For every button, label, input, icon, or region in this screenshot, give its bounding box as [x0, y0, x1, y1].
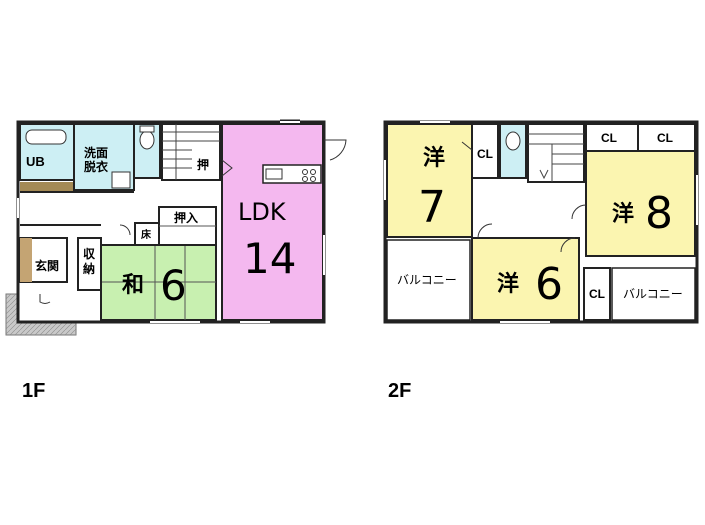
room8-size: 8 [645, 188, 673, 239]
ldk-size: 14 [243, 234, 296, 283]
cl-top-left-label: CL [601, 131, 617, 145]
closet-cl-top-right [637, 123, 696, 152]
ldk-room [221, 123, 324, 321]
closet-small-label: 押 [197, 157, 209, 172]
room8-name: 洋 [612, 201, 634, 227]
toilet-2f [499, 123, 527, 179]
room7-name: 洋 [423, 145, 445, 171]
room7-size: 7 [418, 182, 446, 233]
tokonoma-label: 床 [141, 228, 152, 241]
washroom-label-1: 洗面 [84, 145, 108, 160]
closet-cl-room6 [583, 267, 611, 321]
first-floor-plan: UB 洗面 脱衣 玄関 収 納 床 押入 押 和 6 LDK 14 [5, 119, 347, 336]
ub-label: UB [26, 154, 45, 169]
balcony-right-label: バルコニー [623, 287, 683, 301]
stairs-2f [527, 123, 585, 183]
ldk-name: LDK [238, 198, 287, 226]
entrance-label: 玄関 [35, 258, 59, 273]
western-room-8 [585, 150, 696, 257]
second-floor-plan: 洋 7 CL CL CL 洋 8 洋 6 CL バルコニー バルコニー [383, 120, 699, 324]
balcony-left [386, 239, 471, 321]
storage-label-2: 納 [83, 261, 95, 276]
room6-name: 洋 [497, 271, 519, 297]
closet-cl-room7 [471, 123, 499, 179]
balcony-left-label: バルコニー [397, 273, 457, 287]
storage-label-1: 収 [83, 247, 96, 261]
balcony-right [611, 267, 696, 321]
room6-size: 6 [535, 259, 563, 310]
storage [77, 237, 102, 291]
second-floor-label: 2F [388, 380, 412, 402]
stairs-1f [161, 123, 221, 181]
cl-room7-label: CL [477, 147, 493, 161]
washitsu-name: 和 [122, 273, 144, 298]
first-floor-label: 1F [22, 380, 46, 402]
western-room-7 [386, 123, 473, 238]
cl-top-right-label: CL [657, 131, 673, 145]
cl-room6-label: CL [589, 287, 605, 301]
oshiire-label: 押入 [174, 210, 198, 225]
washitsu-size: 6 [160, 261, 187, 310]
entrance-floor [20, 238, 32, 282]
washroom-label-2: 脱衣 [84, 159, 108, 174]
floor-strip [20, 182, 74, 192]
